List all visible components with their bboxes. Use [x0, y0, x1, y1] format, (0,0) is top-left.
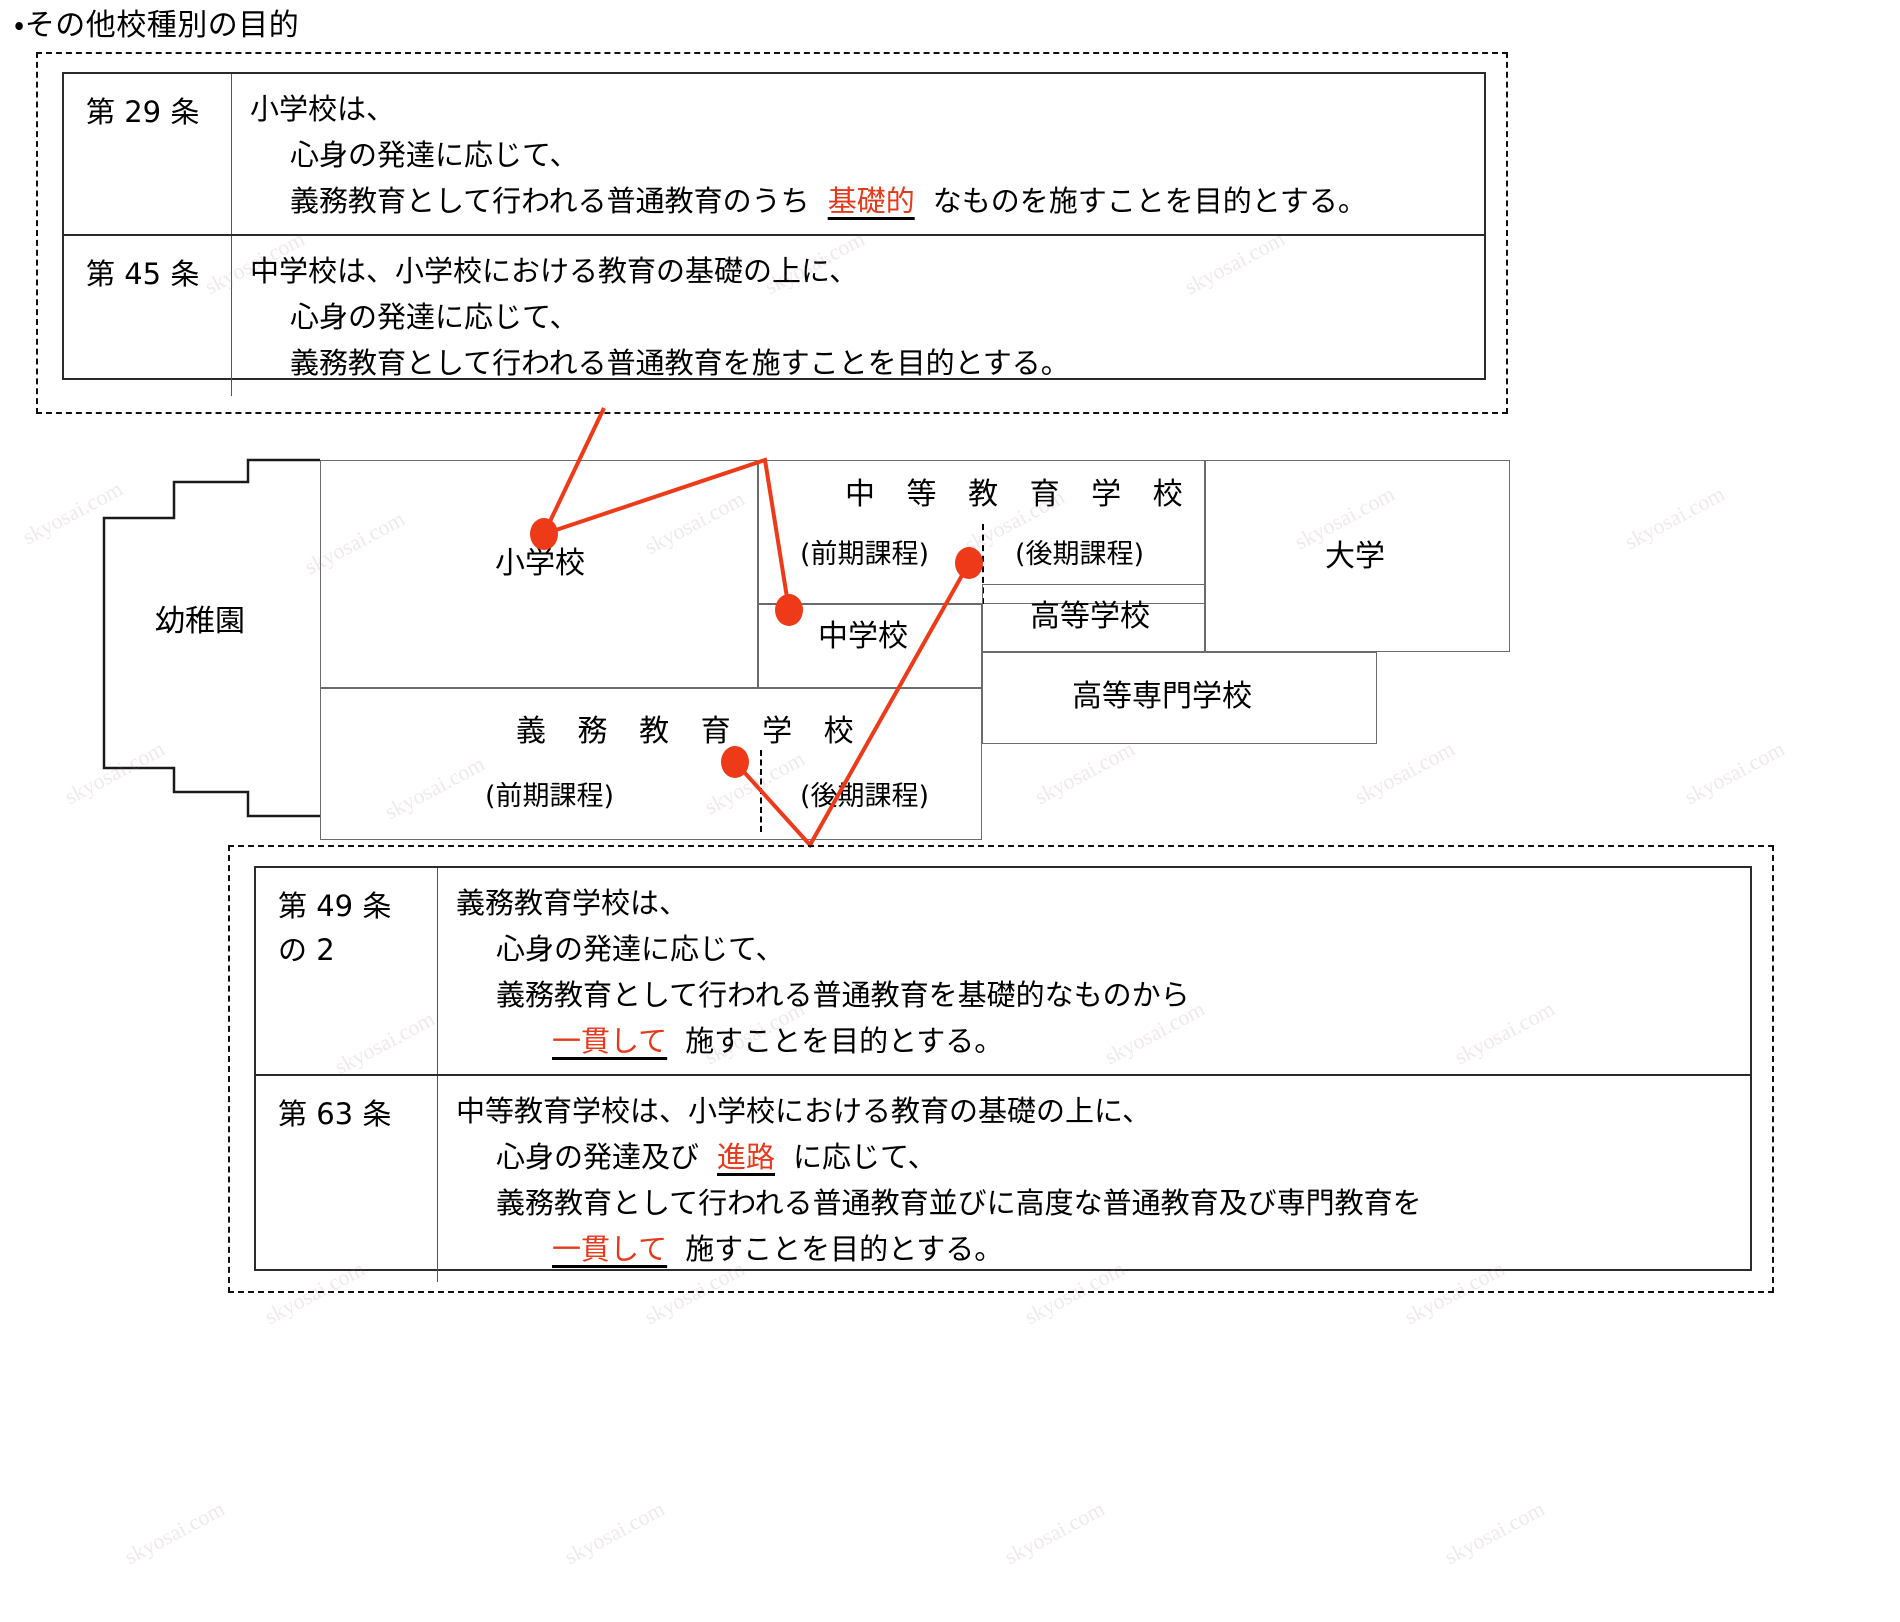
diagram-label-junior-high: 中学校: [818, 619, 908, 654]
article-text-cell: 義務教育学校は、 心身の発達に応じて、 義務教育として行われる普通教育を基礎的な…: [438, 868, 1750, 1074]
diagram-label-compulsory-upper-course: (後期課程): [800, 781, 930, 812]
law-line: 心身の発達に応じて、: [250, 294, 1484, 340]
kindergarten-stepped-outline: [102, 458, 320, 818]
fill-in-blank-answer: 進路: [717, 1140, 776, 1174]
law-line: 義務教育として行われる普通教育を施すことを目的とする。: [250, 340, 1484, 386]
article-number-cell: 第 45 条: [64, 236, 232, 396]
diagram-label-compulsory-lower-course: (前期課程): [485, 781, 615, 812]
diagram-label-kindergarten: 幼稚園: [155, 604, 245, 639]
watermark: skyosai.com: [1000, 1495, 1109, 1570]
law-line-text: 義務教育として行われる普通教育を施すことを目的とする。: [290, 346, 1070, 380]
law-line: 小学校は、: [250, 86, 1484, 132]
article-number-cell: 第 49 条 の 2: [256, 868, 438, 1074]
table-row: 第 45 条 中学校は、小学校における教育の基礎の上に、 心身の発達に応じて、 …: [64, 236, 1484, 396]
fill-in-blank-answer: 基礎的: [827, 184, 915, 218]
bottom-law-table: 第 49 条 の 2 義務教育学校は、 心身の発達に応じて、 義務教育として行わ…: [254, 866, 1752, 1282]
law-line: 一貫して施すことを目的とする。: [456, 1018, 1750, 1064]
article-text-cell: 中学校は、小学校における教育の基礎の上に、 心身の発達に応じて、 義務教育として…: [232, 236, 1484, 396]
diagram-label-compulsory-school: 義 務 教 育 学 校: [516, 714, 865, 749]
law-line-text: 心身の発達及び: [496, 1140, 700, 1174]
law-line-text: 義務教育として行われる普通教育を基礎的なものから: [496, 978, 1190, 1012]
law-line-text: 中学校は、小学校における教育の基礎の上に、: [250, 254, 859, 288]
law-line: 心身の発達及び進路に応じて、: [456, 1134, 1750, 1180]
law-line: 義務教育として行われる普通教育を基礎的なものから: [456, 972, 1750, 1018]
law-line: 義務教育として行われる普通教育並びに高度な普通教育及び専門教育を: [456, 1180, 1750, 1226]
law-line-text-tail: 施すことを目的とする。: [685, 1024, 1004, 1058]
diagram-box-compulsory-school: [320, 688, 982, 840]
fill-in-blank-answer: 一貫して: [552, 1024, 668, 1058]
top-law-table: 第 29 条 小学校は、 心身の発達に応じて、 義務教育として行われる普通教育の…: [62, 72, 1486, 396]
table-row: 第 49 条 の 2 義務教育学校は、 心身の発達に応じて、 義務教育として行わ…: [256, 868, 1750, 1076]
law-line: 義務教育学校は、: [456, 880, 1750, 926]
diagram-label-university: 大学: [1325, 539, 1385, 574]
article-number-cell: 第 63 条: [256, 1076, 438, 1282]
fill-in-blank-answer: 一貫して: [552, 1232, 668, 1266]
law-line: 中等教育学校は、小学校における教育の基礎の上に、: [456, 1088, 1750, 1134]
law-line-text: 義務教育として行われる普通教育のうち: [290, 184, 810, 218]
diagram-box-high-school: [982, 584, 1205, 652]
law-line: 一貫して施すことを目的とする。: [456, 1226, 1750, 1272]
article-text-cell: 中等教育学校は、小学校における教育の基礎の上に、 心身の発達及び進路に応じて、 …: [438, 1076, 1750, 1282]
law-line: 義務教育として行われる普通教育のうち基礎的なものを施すことを目的とする。: [250, 178, 1484, 224]
law-line-text-tail: なものを施すことを目的とする。: [932, 184, 1367, 218]
table-row: 第 63 条 中等教育学校は、小学校における教育の基礎の上に、 心身の発達及び進…: [256, 1076, 1750, 1282]
law-line: 心身の発達に応じて、: [456, 926, 1750, 972]
diagram-box-college-of-technology: [982, 652, 1377, 744]
law-line-text-tail: 施すことを目的とする。: [685, 1232, 1004, 1266]
bottom-callout-dashed-border: [228, 845, 1774, 1293]
article-number-cell: 第 29 条: [64, 74, 232, 234]
diagram-label-high-school: 高等学校: [1030, 599, 1150, 634]
diagram-label-secondary-lower-course: (前期課程): [800, 539, 930, 570]
watermark: skyosai.com: [120, 1495, 229, 1570]
page-title: ・その他校種別の目的: [14, 8, 300, 43]
law-line-text: 中等教育学校は、小学校における教育の基礎の上に、: [456, 1094, 1152, 1128]
article-text-cell: 小学校は、 心身の発達に応じて、 義務教育として行われる普通教育のうち基礎的なも…: [232, 74, 1484, 234]
law-line: 中学校は、小学校における教育の基礎の上に、: [250, 248, 1484, 294]
table-row: 第 29 条 小学校は、 心身の発達に応じて、 義務教育として行われる普通教育の…: [64, 74, 1484, 236]
diagram-label-secondary-school: 中 等 教 育 学 校: [845, 477, 1194, 512]
law-line: 心身の発達に応じて、: [250, 132, 1484, 178]
diagram-box-university: [1205, 460, 1510, 652]
secondary-school-course-divider: [982, 524, 984, 604]
law-line-text: 義務教育として行われる普通教育並びに高度な普通教育及び専門教育を: [496, 1186, 1422, 1220]
law-line-text: 義務教育学校は、: [456, 886, 689, 920]
law-line-text: 小学校は、: [250, 92, 396, 126]
law-line-text: 心身の発達に応じて、: [290, 300, 579, 334]
watermark: skyosai.com: [560, 1495, 669, 1570]
diagram-label-college-of-technology: 高等専門学校: [1072, 679, 1252, 714]
law-line-text: 心身の発達に応じて、: [496, 932, 785, 966]
diagram-label-secondary-upper-course: (後期課程): [1015, 539, 1145, 570]
law-line-text: 心身の発達に応じて、: [290, 138, 579, 172]
diagram-label-elementary: 小学校: [495, 546, 585, 581]
watermark: skyosai.com: [1440, 1495, 1549, 1570]
school-system-diagram: 幼稚園 小学校 中 等 教 育 学 校 (前期課程) (後期課程) 中学校 高等…: [0, 420, 1900, 850]
law-line-text-tail: に応じて、: [793, 1140, 937, 1174]
